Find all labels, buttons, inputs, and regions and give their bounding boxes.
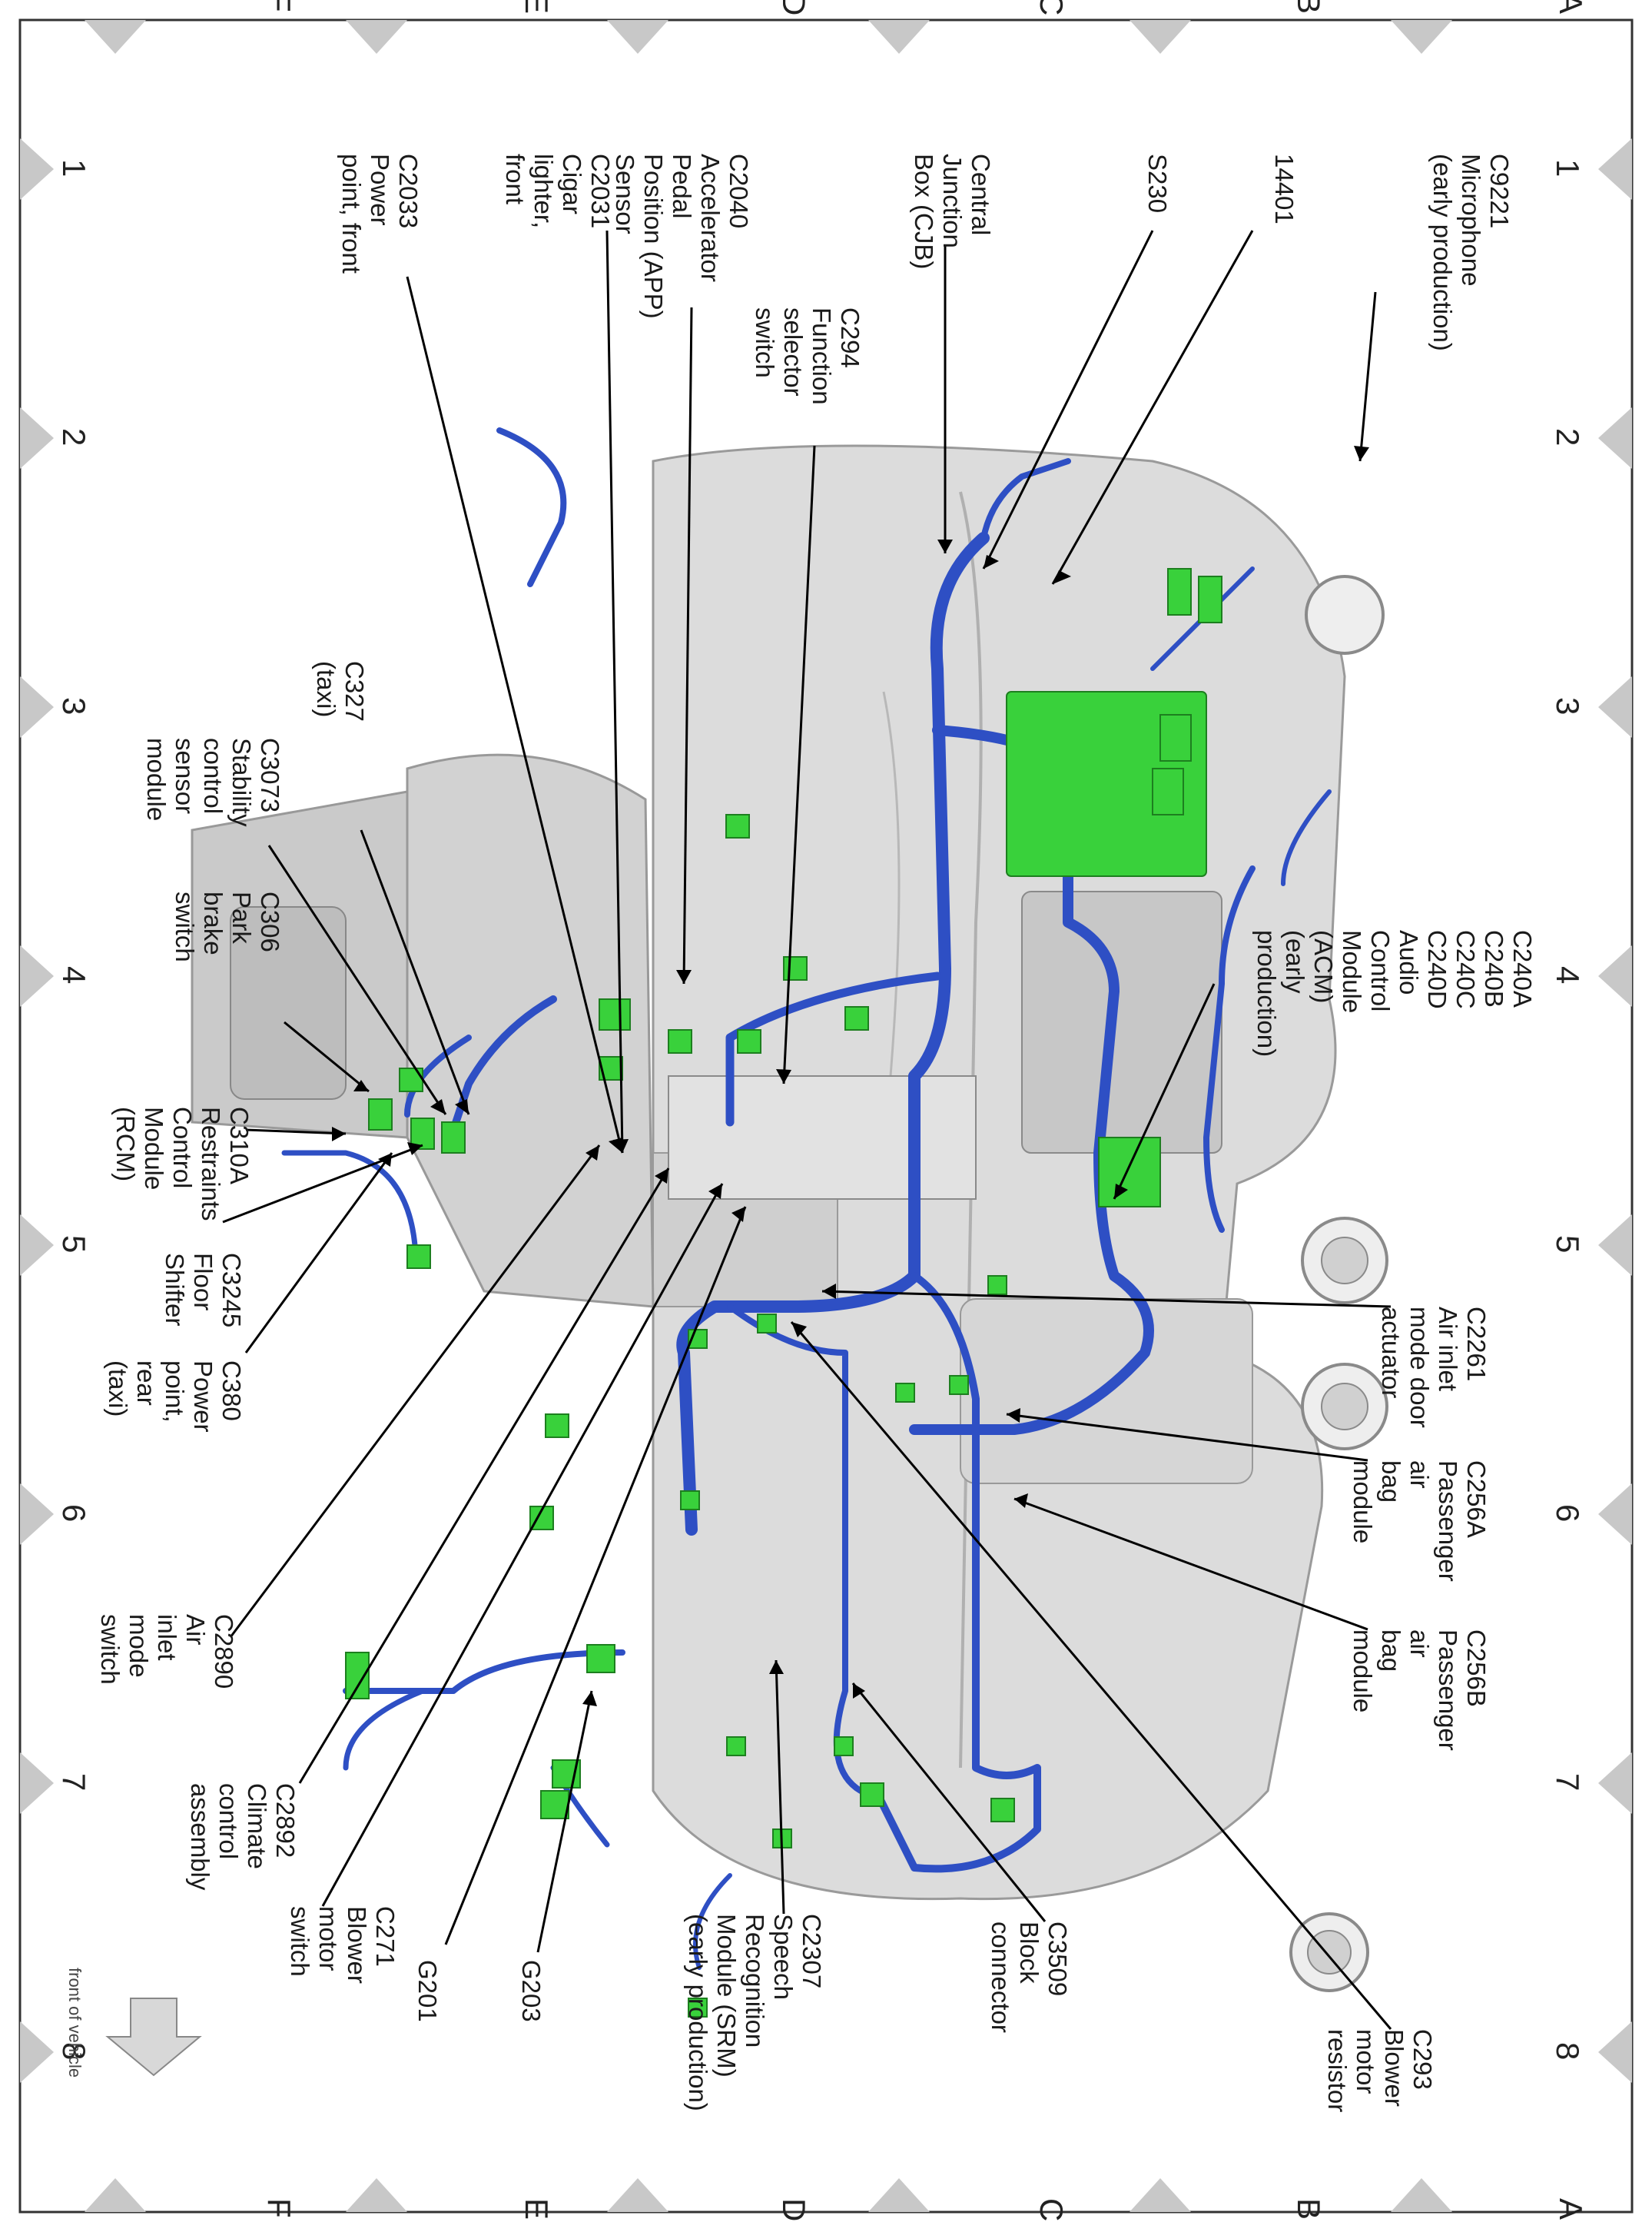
label-c327-taxi: C327 (taxi) <box>312 661 369 722</box>
label-c2307-speech-recognition-module: C2307 Speech Recognition Module (SRM) (e… <box>684 1914 826 2111</box>
label-c380-power-point-rear: C380 Power point, rear (taxi) <box>104 1360 246 1433</box>
row-label-a-top: A <box>1553 0 1589 15</box>
column-label-3-bottom: 3 <box>56 697 92 716</box>
leader-14401 <box>1051 230 1254 585</box>
label-c2040-app-sensor: C2040 Accelerator Pedal Position (APP) S… <box>611 154 753 319</box>
front-of-vehicle-arrow <box>105 1998 202 2077</box>
label-c3245-floor-shifter: C3245 Floor Shifter <box>161 1253 246 1328</box>
leader-c2033 <box>406 276 624 1154</box>
leader-c2031 <box>605 230 624 1154</box>
label-c3073-stability-control-sensor: C3073 Stability control sensor module <box>142 738 284 827</box>
label-c256b-passenger-air-bag: C256B Passenger air bag module <box>1348 1629 1491 1751</box>
label-g201: G201 <box>413 1960 442 2022</box>
column-label-4-bottom: 4 <box>56 966 92 985</box>
leader-c256a <box>1006 1413 1368 1462</box>
label-c294-function-selector-switch: C294 Function selector switch <box>751 307 864 405</box>
row-label-c-bottom: C <box>1033 2198 1070 2222</box>
label-c2261-air-inlet-mode-door-actuator: C2261 Air inlet mode door actuator <box>1377 1307 1491 1428</box>
row-label-d-top: D <box>776 0 812 16</box>
leader-c2261 <box>821 1290 1392 1308</box>
leader-c9221 <box>1358 291 1377 462</box>
leader-c2890 <box>229 1144 601 1638</box>
label-c2031-cigar-lighter: C2031 Cigar lighter, front <box>501 154 615 229</box>
leader-g203 <box>536 1690 593 1953</box>
leader-lines <box>222 230 1392 2030</box>
border <box>18 18 1634 2214</box>
column-label-1-top: 1 <box>1550 159 1586 178</box>
label-c2033-power-point-front: C2033 Power point, front <box>337 154 423 274</box>
row-label-f-top: F <box>261 0 297 12</box>
leader-c327 <box>360 829 470 1115</box>
row-label-b-top: B <box>1291 0 1327 15</box>
leader-c2892 <box>298 1167 670 1784</box>
dashboard-illustration <box>191 444 1388 1992</box>
label-14401: 14401 <box>1270 154 1299 224</box>
label-c293-blower-motor-resistor: C293 Blower motor resistor <box>1323 2029 1437 2113</box>
leader-c256b <box>1013 1497 1368 1631</box>
row-label-f-bottom: F <box>261 2198 297 2218</box>
column-label-6-top: 6 <box>1550 1504 1586 1523</box>
leader-c310a <box>245 1128 347 1135</box>
label-s230: S230 <box>1143 154 1172 214</box>
leader-c2307 <box>775 1659 785 1915</box>
column-label-8-top: 8 <box>1550 2042 1586 2061</box>
column-label-6-bottom: 6 <box>56 1504 92 1523</box>
row-label-b-bottom: B <box>1291 2198 1327 2220</box>
central-junction-box-connector <box>1006 691 1207 877</box>
column-label-3-top: 3 <box>1550 697 1586 716</box>
label-c256a-passenger-air-bag: C256A Passenger air bag module <box>1348 1460 1491 1582</box>
leader-c380 <box>244 1152 393 1353</box>
leader-c240 <box>1113 983 1216 1200</box>
leader-c294 <box>782 445 816 1084</box>
column-label-2-top: 2 <box>1550 428 1586 447</box>
leader-c271 <box>321 1183 724 1907</box>
leader-arrowheads <box>332 446 1369 1706</box>
leader-c3509 <box>851 1682 1047 1922</box>
row-label-e-bottom: E <box>519 2198 555 2220</box>
column-label-7-bottom: 7 <box>56 1773 92 1792</box>
label-c2892-climate-control-assembly: C2892 Climate control assembly <box>186 1783 300 1891</box>
front-of-vehicle-label: front of vehicle <box>65 1968 85 2078</box>
leader-c3073 <box>267 845 447 1115</box>
label-c310a-restraints-control-module: C310A Restraints Control Module (RCM) <box>111 1107 254 1221</box>
label-c9221-microphone: C9221 Microphone (early production) <box>1428 154 1514 351</box>
row-label-e-top: E <box>519 0 555 15</box>
leader-c306 <box>284 1021 370 1093</box>
label-c2890-air-inlet-mode-switch: C2890 Air inlet mode switch <box>96 1614 238 1689</box>
connectors <box>345 568 1222 2018</box>
label-c271-blower-motor-switch: C271 Blower motor switch <box>286 1906 400 1984</box>
label-c240-audio-control-module: C240A C240B C240C C240D Audio Control Mo… <box>1252 930 1537 1058</box>
label-c306-park-brake-switch: C306 Park brake switch <box>171 892 284 962</box>
leader-s230 <box>982 230 1154 570</box>
column-label-7-top: 7 <box>1550 1773 1586 1792</box>
row-label-d-bottom: D <box>776 2198 812 2222</box>
leader-c293 <box>790 1321 1392 2030</box>
leader-g201 <box>444 1206 747 1945</box>
grid-edge-markers <box>20 20 1632 2212</box>
column-label-1-bottom: 1 <box>56 159 92 178</box>
label-c3509-block-connector: C3509 Block connector <box>987 1921 1072 2033</box>
column-label-2-bottom: 2 <box>56 428 92 447</box>
row-label-c-top: C <box>1033 0 1070 16</box>
column-label-5-top: 5 <box>1550 1235 1586 1254</box>
column-label-4-top: 4 <box>1550 966 1586 985</box>
audio-control-module-connector <box>1098 1137 1161 1207</box>
label-central-junction-box: Central Junction Box (CJB) <box>910 154 995 270</box>
label-g203: G203 <box>517 1960 546 2022</box>
leader-c2040 <box>682 307 693 985</box>
column-label-5-bottom: 5 <box>56 1235 92 1254</box>
row-label-a-bottom: A <box>1553 2198 1589 2220</box>
